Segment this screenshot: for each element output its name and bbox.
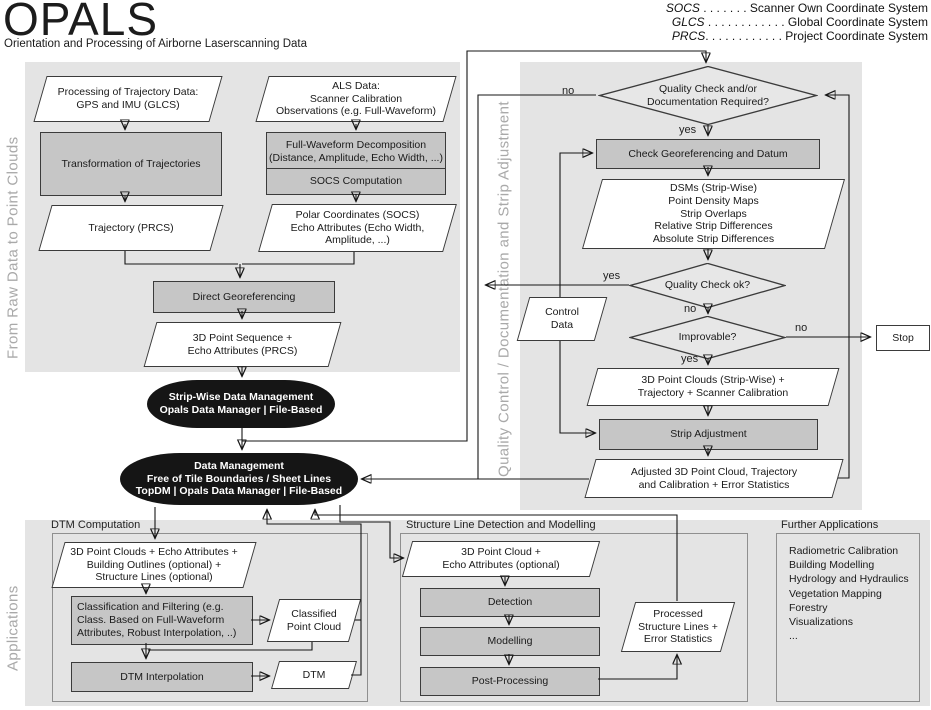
node-label: Processing of Trajectory Data: GPS and I… (57, 86, 199, 111)
node-label: Processed Structure Lines + Error Statis… (638, 607, 718, 646)
legend-row: SOCS . . . . . . . Scanner Own Coordinat… (666, 1, 928, 15)
further-applications-list: Radiometric Calibration Building Modelli… (789, 545, 909, 643)
node-label: Polar Coordinates (SOCS) Echo Attributes… (290, 208, 425, 247)
section-label-raw-data: From Raw Data to Point Clouds (4, 136, 22, 359)
node-label: DSMs (Strip-Wise) Point Density Maps Str… (652, 182, 775, 246)
legend-abbr: GLCS (671, 15, 705, 29)
node-data-management: Data Management Free of Tile Boundaries … (120, 453, 358, 505)
node-improvable: Improvable? (629, 316, 786, 359)
legend-abbr: PRCS (671, 29, 706, 43)
node-label: Transformation of Trajectories (61, 157, 201, 170)
node-transformation-trajectories: Transformation of Trajectories (40, 132, 222, 196)
node-3d-point-sequence: 3D Point Sequence + Echo Attributes (PRC… (150, 322, 335, 367)
node-label: Quality Check and/or Documentation Requi… (647, 82, 769, 108)
node-classified-point-cloud: Classified Point Cloud (273, 599, 355, 642)
edge-label-yes: yes (681, 353, 699, 365)
node-dtm-input: 3D Point Clouds + Echo Attributes + Buil… (58, 542, 250, 588)
node-label: Modelling (487, 635, 533, 648)
edge-label-no: no (684, 303, 697, 315)
node-trajectory-prcs: Trajectory (PRCS) (45, 205, 217, 251)
node-label: Trajectory (PRCS) (88, 221, 174, 234)
abbreviation-legend: SOCS . . . . . . . Scanner Own Coordinat… (666, 1, 928, 43)
node-label: Check Georeferencing and Datum (628, 147, 788, 160)
node-label: Quality Check ok? (664, 279, 751, 292)
node-label: 3D Point Clouds + Echo Attributes + Buil… (70, 545, 238, 584)
node-point-clouds-strips: 3D Point Clouds (Strip-Wise) + Trajector… (592, 368, 834, 406)
node-processed-structure-lines: Processed Structure Lines + Error Statis… (628, 602, 728, 652)
node-polar-coordinates: Polar Coordinates (SOCS) Echo Attributes… (265, 204, 450, 252)
node-dsms-outputs: DSMs (Strip-Wise) Point Density Maps Str… (592, 179, 835, 249)
page-subtitle: Orientation and Processing of Airborne L… (4, 38, 308, 50)
node-label: Classified Point Cloud (286, 607, 342, 633)
node-label: Detection (487, 596, 533, 609)
node-label: DTM (302, 668, 326, 681)
node-post-processing: Post-Processing (420, 667, 600, 696)
legend-name: Global Coordinate System (787, 15, 928, 29)
section-label-dtm: DTM Computation (51, 519, 141, 531)
legend-name: Project Coordinate System (785, 29, 928, 43)
node-label: DTM Interpolation (120, 670, 204, 683)
edge-label-no: no (562, 85, 575, 97)
node-control-data: Control Data (523, 297, 601, 341)
node-label: Post-Processing (471, 675, 549, 688)
node-adjusted-point-cloud: Adjusted 3D Point Cloud, Trajectory and … (590, 459, 838, 498)
node-stop: Stop (876, 325, 930, 351)
node-label: 3D Point Sequence + Echo Attributes (PRC… (187, 331, 298, 357)
node-label: Classification and Filtering (e.g. Class… (77, 601, 237, 639)
node-dtm-interpolation: DTM Interpolation (71, 662, 253, 692)
node-label: Strip Adjustment (670, 428, 747, 441)
node-label: Full-Waveform Decomposition (Distance, A… (269, 138, 443, 164)
node-structure-line-input: 3D Point Cloud + Echo Attributes (option… (407, 541, 595, 577)
node-label: Data Management Free of Tile Boundaries … (135, 459, 343, 498)
edge-label-yes: yes (603, 270, 621, 282)
node-label: Control Data (545, 306, 579, 331)
legend-dots: . . . . . . . (699, 1, 750, 15)
node-label: 3D Point Cloud + Echo Attributes (option… (442, 546, 560, 571)
node-als-data: ALS Data: Scanner Calibration Observatio… (262, 76, 450, 122)
section-label-applications: Applications (4, 585, 22, 671)
section-label-further: Further Applications (781, 519, 879, 531)
node-label: Strip-Wise Data Management Opals Data Ma… (159, 391, 323, 416)
node-fullwaveform-decomposition: Full-Waveform Decomposition (Distance, A… (266, 132, 446, 171)
node-modelling: Modelling (420, 627, 600, 656)
node-socs-computation: SOCS Computation (266, 168, 446, 195)
node-trajectory-input: Processing of Trajectory Data: GPS and I… (40, 76, 216, 122)
legend-row: PRCS. . . . . . . . . . . . Project Coor… (666, 29, 928, 43)
node-stripwise-data-management: Strip-Wise Data Management Opals Data Ma… (147, 380, 335, 428)
node-classification-filtering: Classification and Filtering (e.g. Class… (71, 596, 253, 645)
legend-dots: . . . . . . . . . . . . (705, 29, 786, 43)
node-label: Adjusted 3D Point Cloud, Trajectory and … (630, 465, 798, 491)
node-quality-check-ok: Quality Check ok? (629, 263, 786, 308)
node-label: Stop (892, 331, 914, 344)
legend-abbr: SOCS (665, 1, 700, 15)
edge-label-no: no (795, 322, 808, 334)
node-label: 3D Point Clouds (Strip-Wise) + Trajector… (637, 374, 789, 399)
node-direct-georeferencing: Direct Georeferencing (153, 281, 335, 313)
legend-name: Scanner Own Coordinate System (749, 1, 928, 15)
node-check-georeferencing: Check Georeferencing and Datum (596, 139, 820, 169)
node-label: ALS Data: Scanner Calibration Observatio… (275, 79, 437, 118)
legend-row: GLCS . . . . . . . . . . . . Global Coor… (666, 15, 928, 29)
node-strip-adjustment: Strip Adjustment (599, 419, 818, 450)
node-label: Direct Georeferencing (192, 290, 296, 303)
box-dtm-computation (52, 533, 368, 702)
node-detection: Detection (420, 588, 600, 617)
edge-label-yes: yes (679, 124, 697, 136)
legend-dots: . . . . . . . . . . . . (704, 15, 788, 29)
page-title: OPALS (3, 0, 158, 45)
node-quality-check-required: Quality Check and/or Documentation Requi… (598, 66, 818, 125)
node-dtm-output: DTM (275, 661, 353, 689)
box-further-applications (776, 533, 920, 702)
section-label-quality: Quality Control / Documentation and Stri… (495, 101, 513, 477)
node-label: Improvable? (678, 331, 737, 344)
node-label: SOCS Computation (309, 175, 403, 188)
section-label-structure: Structure Line Detection and Modelling (406, 519, 596, 531)
